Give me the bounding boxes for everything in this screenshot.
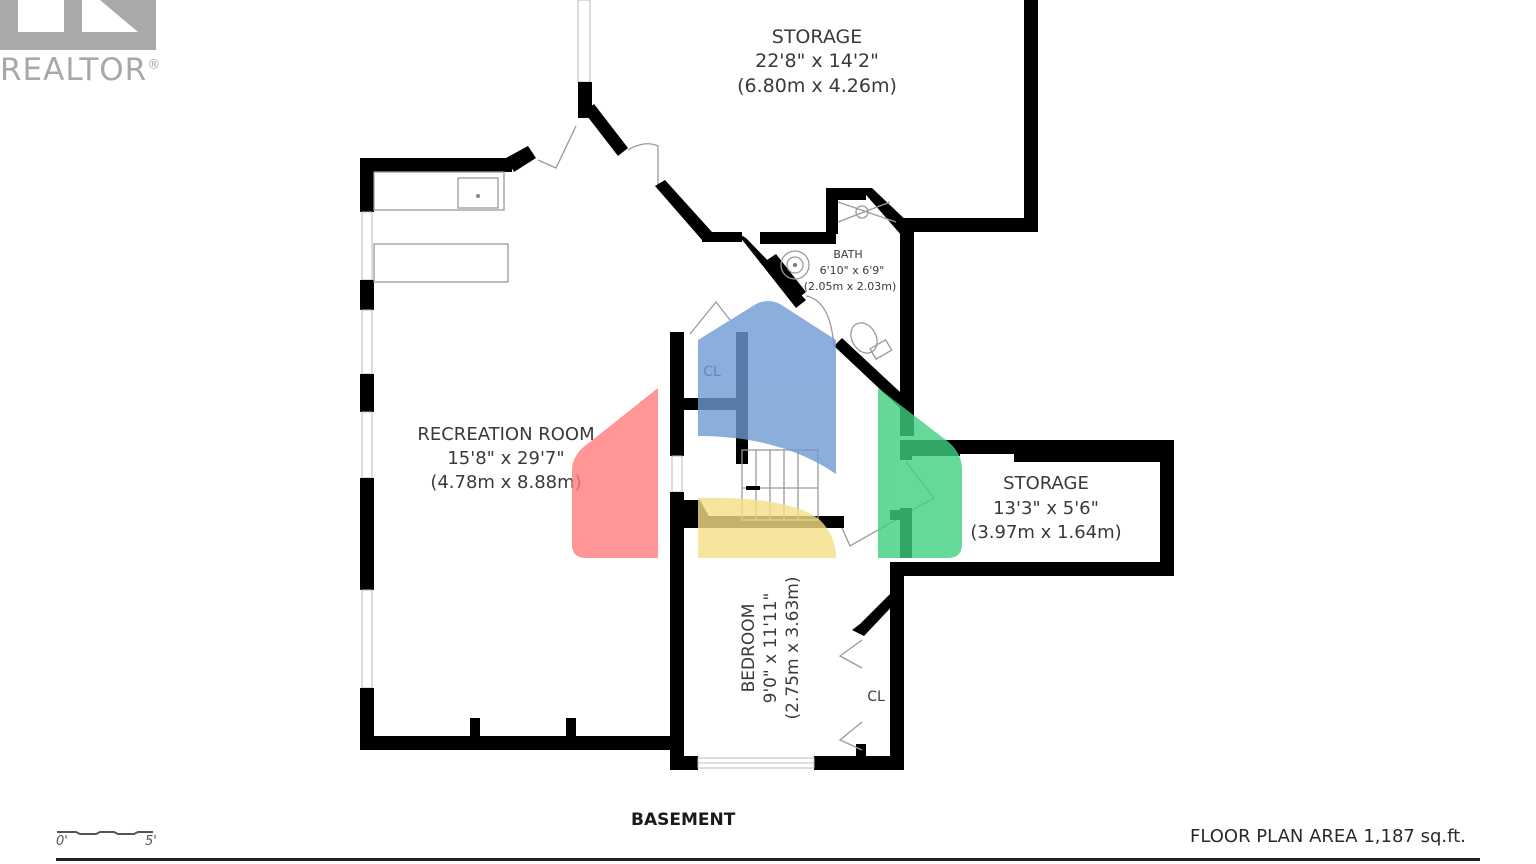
svg-text:9'0" x 11'11": 9'0" x 11'11" bbox=[761, 593, 781, 704]
floor-title: BASEMENT bbox=[631, 810, 736, 830]
bedroom-walls bbox=[670, 562, 904, 770]
scale-start-label: 0' bbox=[56, 834, 68, 849]
recreation-room-walls bbox=[360, 125, 682, 750]
svg-text:22'8" x 14'2": 22'8" x 14'2" bbox=[755, 50, 879, 72]
svg-text:RECREATION ROOM: RECREATION ROOM bbox=[417, 424, 594, 445]
svg-text:(2.75m x 3.63m): (2.75m x 3.63m) bbox=[783, 577, 803, 720]
room-recreation: RECREATION ROOM 15'8" x 29'7" (4.78m x 8… bbox=[417, 424, 594, 493]
room-storage-right: STORAGE 13'3" x 5'6" (3.97m x 1.64m) bbox=[970, 473, 1121, 543]
realtor-logo-text: REALTOR® bbox=[0, 52, 161, 88]
bottom-divider bbox=[56, 858, 1480, 861]
svg-text:13'3" x 5'6": 13'3" x 5'6" bbox=[993, 498, 1099, 519]
watermark-logo-icon bbox=[572, 301, 962, 558]
room-bedroom: BEDROOM 9'0" x 11'11" (2.75m x 3.63m) bbox=[739, 577, 803, 720]
svg-text:STORAGE: STORAGE bbox=[1003, 473, 1089, 494]
floor-area-label: FLOOR PLAN AREA 1,187 sq.ft. bbox=[1190, 826, 1466, 847]
registered-mark: ® bbox=[147, 57, 162, 73]
svg-text:BATH: BATH bbox=[833, 248, 862, 261]
realtor-brand: REALTOR bbox=[0, 52, 148, 88]
svg-text:(2.05m x 2.03m): (2.05m x 2.03m) bbox=[804, 280, 897, 293]
svg-text:(4.78m x 8.88m): (4.78m x 8.88m) bbox=[430, 472, 581, 493]
room-storage-upper: STORAGE 22'8" x 14'2" (6.80m x 4.26m) bbox=[737, 26, 897, 97]
bath-walls bbox=[760, 188, 914, 436]
svg-text:STORAGE: STORAGE bbox=[772, 26, 862, 48]
realtor-logo-icon bbox=[0, 0, 156, 50]
svg-text:6'10" x 6'9": 6'10" x 6'9" bbox=[820, 264, 885, 277]
scale-bar bbox=[57, 831, 153, 835]
svg-text:15'8" x 29'7": 15'8" x 29'7" bbox=[447, 448, 564, 469]
svg-text:BEDROOM: BEDROOM bbox=[739, 604, 759, 693]
svg-text:(3.97m x 1.64m): (3.97m x 1.64m) bbox=[970, 522, 1121, 543]
closet-label: CL bbox=[867, 689, 885, 705]
svg-text:(6.80m x 4.26m): (6.80m x 4.26m) bbox=[737, 75, 897, 97]
room-bath: BATH 6'10" x 6'9" (2.05m x 2.03m) bbox=[804, 248, 897, 293]
scale-end-label: 5' bbox=[145, 834, 157, 849]
upper-storage-walls bbox=[577, 0, 1038, 308]
